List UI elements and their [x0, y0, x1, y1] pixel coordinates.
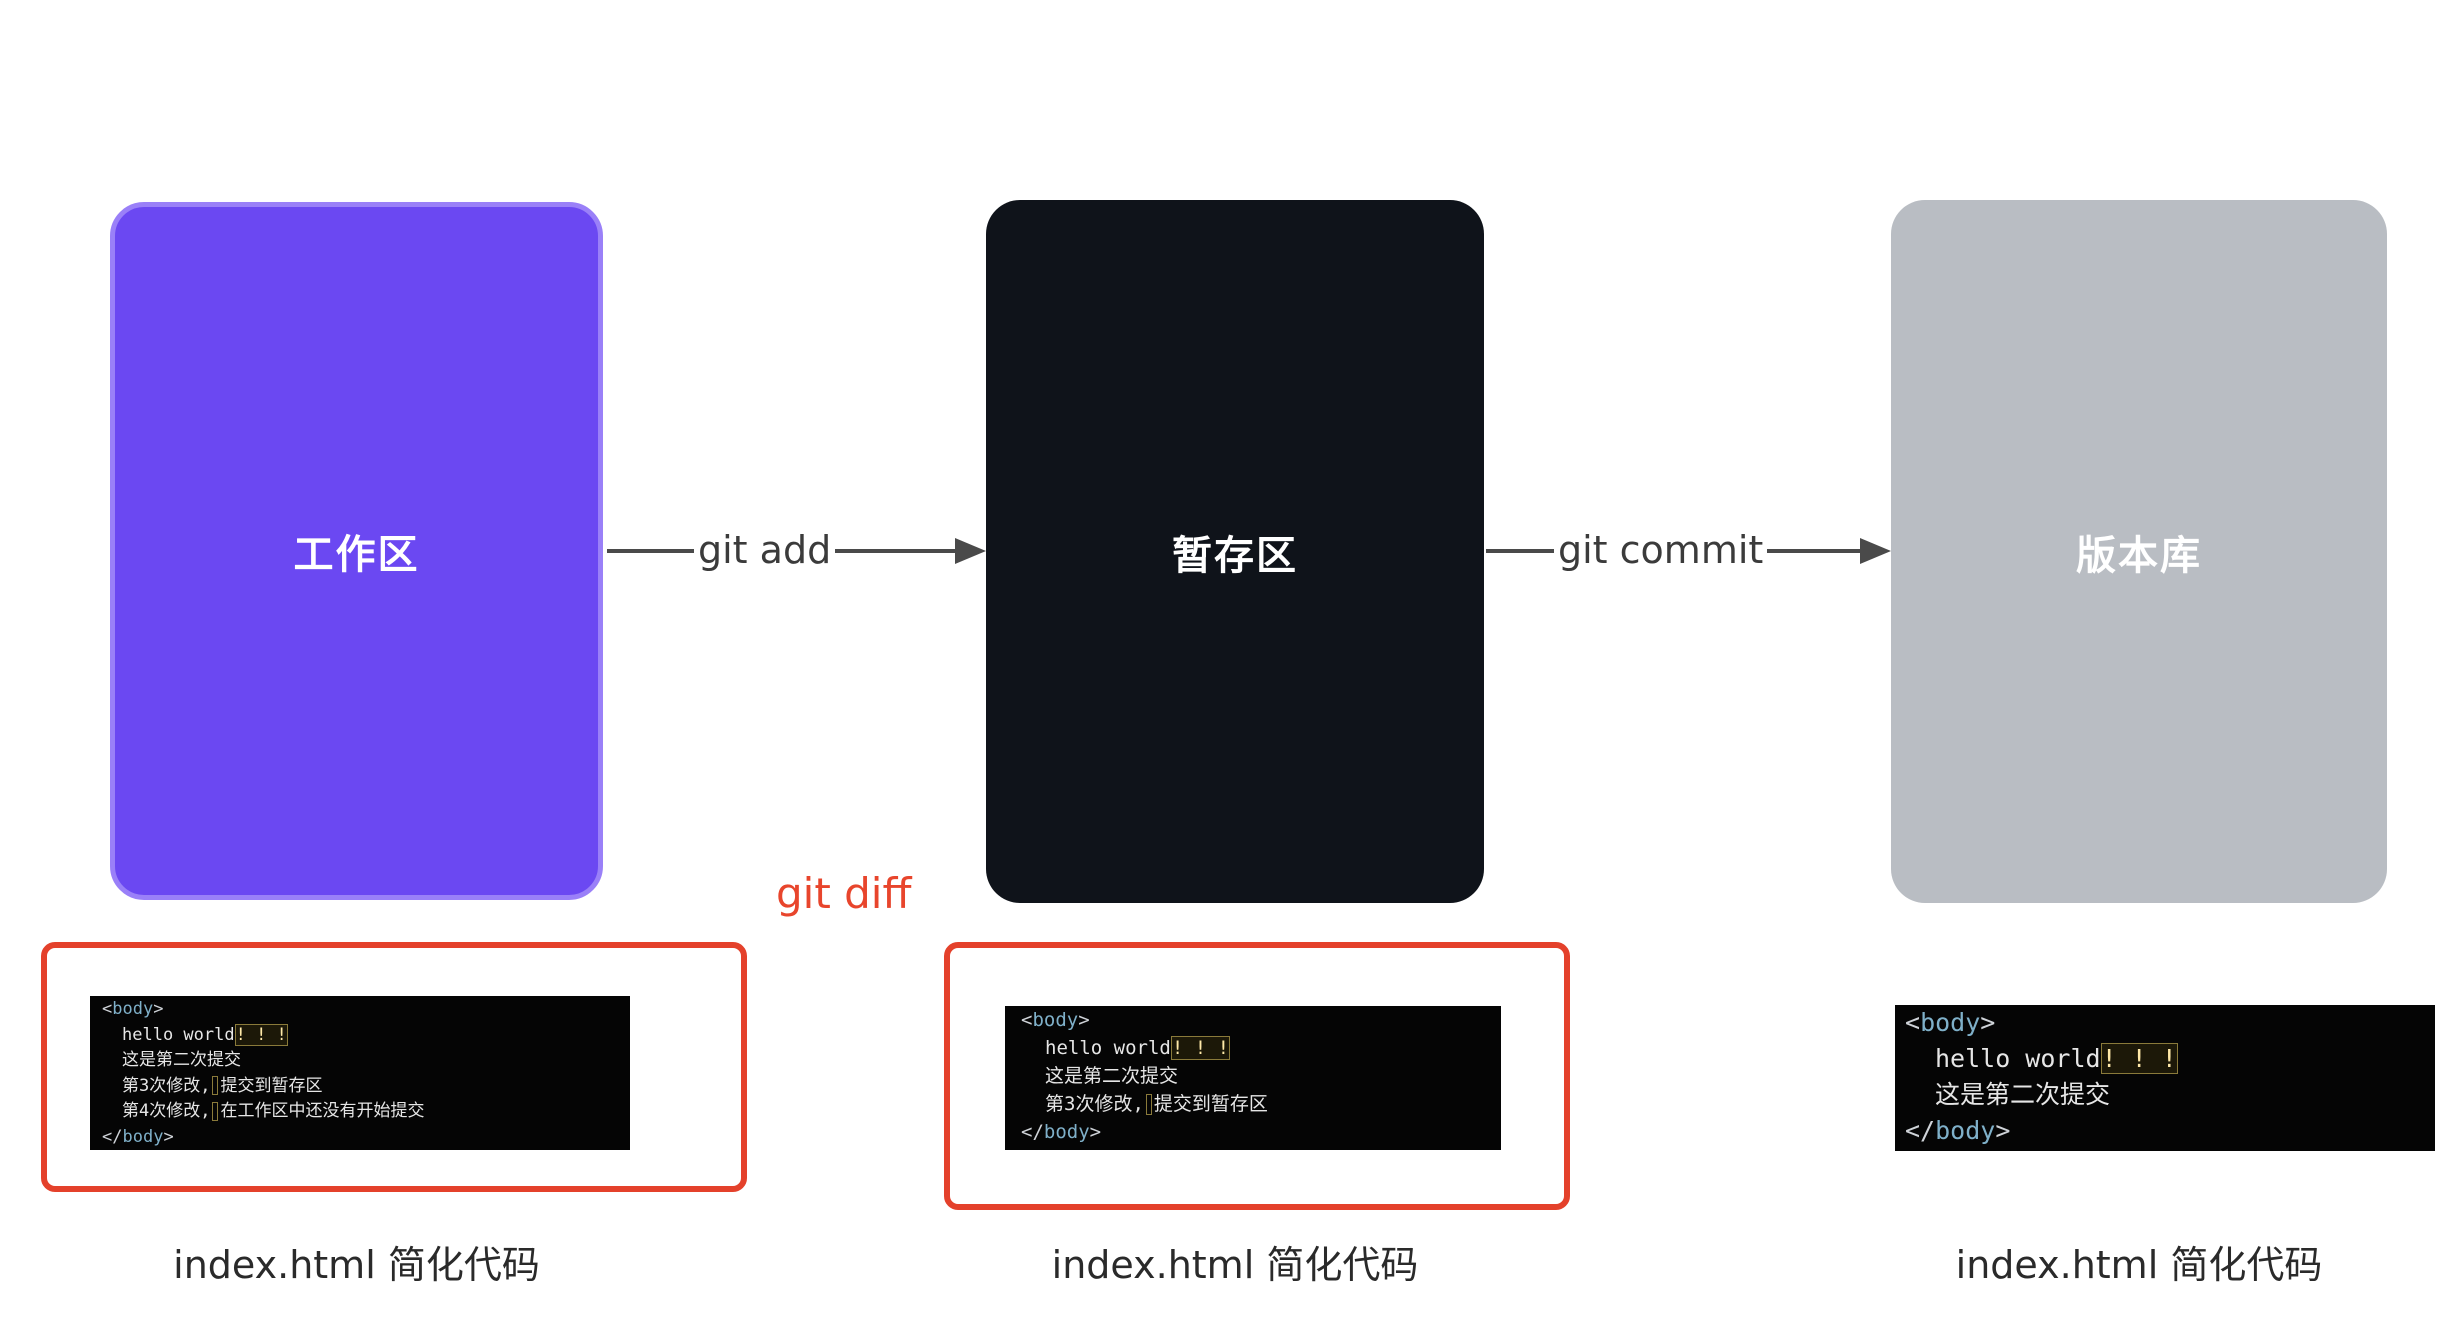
caption-staging: index.html 简化代码 [1051, 1243, 1419, 1287]
git-add-label: git add [694, 526, 836, 574]
caption-repository: index.html 简化代码 [1955, 1243, 2323, 1287]
repository-box: 版本库 [1891, 200, 2387, 903]
code-line: 第4次修改,在工作区中还没有开始提交 [122, 1101, 425, 1121]
working-directory-label: 工作区 [293, 532, 420, 578]
code-line: hello world! ! ! [122, 1023, 288, 1046]
code-line: </body> [1905, 1116, 2011, 1145]
working-directory-box: 工作区 [110, 202, 603, 900]
code-line: <body> [102, 999, 164, 1019]
code-line: hello world! ! ! [1935, 1043, 2178, 1074]
git-diff-label: git diff [776, 869, 912, 918]
caption-working: index.html 简化代码 [173, 1243, 540, 1287]
code-line: <body> [1021, 1009, 1090, 1031]
staging-area-box: 暂存区 [986, 200, 1484, 903]
code-line: 这是第二次提交 [1045, 1065, 1179, 1087]
code-snippet-repository: <body> hello world! ! ! 这是第二次提交 </body> [1895, 1005, 2435, 1151]
code-line: </body> [102, 1126, 174, 1147]
code-snippet-working: <body> hello world! ! ! 这是第二次提交 第3次修改,提交… [90, 996, 630, 1150]
code-line: 这是第二次提交 [1935, 1080, 2111, 1109]
code-line: </body> [1021, 1121, 1102, 1143]
code-snippet-staging: <body> hello world! ! ! 这是第二次提交 第3次修改,提交… [1005, 1006, 1501, 1150]
code-line: 这是第二次提交 [122, 1050, 241, 1070]
diff-highlight-frame-staging [944, 942, 1570, 1210]
repository-label: 版本库 [2076, 532, 2202, 579]
code-line: hello world! ! ! [1045, 1036, 1231, 1060]
code-line: 第3次修改,提交到暂存区 [122, 1075, 323, 1096]
git-commit-label: git commit [1554, 526, 1768, 574]
code-line: 第3次修改,提交到暂存区 [1045, 1093, 1268, 1115]
diff-highlight-frame-working [41, 942, 747, 1192]
staging-area-label: 暂存区 [1172, 532, 1298, 579]
code-line: <body> [1905, 1008, 1996, 1037]
